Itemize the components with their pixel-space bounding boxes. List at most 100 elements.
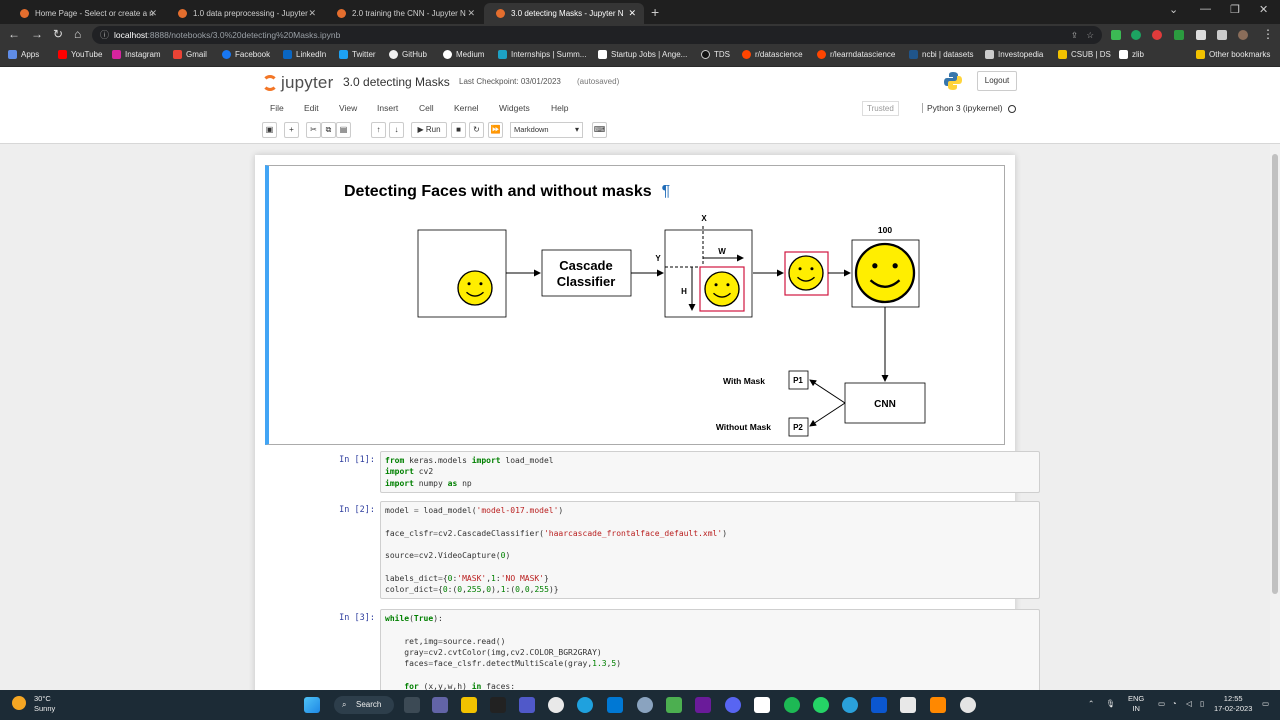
tray-chevron-icon[interactable]: ⌃ [1088,699,1095,708]
bookmark-item[interactable]: Internships | Summ... [498,50,586,59]
stop-icon[interactable]: ■ [451,122,466,138]
vscode-icon[interactable] [607,697,623,713]
bookmark-item[interactable]: Twitter [339,50,376,59]
taskbar-search[interactable]: ⌕Search [334,696,394,714]
side-panel-icon[interactable] [1217,30,1227,40]
browser-tab[interactable]: 1.0 data preprocessing - Jupyter ✕ [166,3,324,24]
other-bookmarks[interactable]: Other bookmarks [1196,50,1270,59]
volume-icon[interactable]: ◁ [1186,699,1192,708]
extensions-puzzle-icon[interactable] [1196,30,1206,40]
extension-icon[interactable] [1174,30,1184,40]
anchor-link[interactable]: ¶ [661,183,671,200]
menu-view[interactable]: View [339,103,358,113]
close-icon[interactable]: ✕ [149,8,157,18]
wifi-icon[interactable]: ◔ [1172,699,1177,708]
close-icon[interactable]: ✕ [467,8,475,18]
extension-icon[interactable] [1152,30,1162,40]
display-icon[interactable]: ▭ [1158,699,1166,708]
jupyter-logo[interactable]: jupyter [262,73,333,93]
bookmark-item[interactable]: Medium [443,50,484,59]
notifications-icon[interactable]: ▭ [1262,699,1270,708]
menu-insert[interactable]: Insert [377,103,399,113]
bookmark-item[interactable]: Facebook [222,50,270,59]
copy-icon[interactable]: ⧉ [321,122,336,138]
battery-icon[interactable]: ▯ [1200,699,1205,708]
home-icon[interactable]: ⌂ [74,27,82,41]
markdown-cell[interactable]: Detecting Faces with and without masks¶ … [265,165,1005,445]
telegram-icon[interactable] [842,697,858,713]
windows-start-icon[interactable] [304,697,320,713]
notebook-title[interactable]: 3.0 detecting Masks [343,75,450,89]
save-icon[interactable]: ▣ [262,122,277,138]
profile-avatar[interactable] [1238,30,1248,40]
extension-icon[interactable] [1131,30,1141,40]
app-icon[interactable] [871,697,887,713]
bookmark-item[interactable]: Instagram [112,50,161,59]
terminal-icon[interactable] [490,697,506,713]
pycharm-icon[interactable] [666,697,682,713]
add-cell-icon[interactable]: + [284,122,299,138]
reload-icon[interactable]: ↻ [53,27,64,41]
menu-file[interactable]: File [270,103,284,113]
chrome-icon[interactable] [548,697,564,713]
obs-icon[interactable] [960,697,976,713]
forward-icon[interactable]: → [31,27,43,41]
app-icon[interactable] [900,697,916,713]
bookmark-item[interactable]: GitHub [389,50,427,59]
discord-icon[interactable] [725,697,741,713]
code-editor[interactable]: while(True): ret,img=source.read() gray=… [380,609,1040,695]
restart-icon[interactable]: ↻ [469,122,484,138]
site-info-icon[interactable]: ⓘ [100,30,110,40]
cell-type-select[interactable]: Markdown▾ [510,122,583,138]
menu-cell[interactable]: Cell [419,103,434,113]
bookmark-item[interactable]: Investopedia [985,50,1043,59]
bookmark-item[interactable]: r/datascience [742,50,803,59]
back-icon[interactable]: ← [8,27,20,41]
ide-icon[interactable] [695,697,711,713]
task-view-icon[interactable] [404,697,420,713]
run-button[interactable]: ▶ Run [411,122,447,138]
browser-tab[interactable]: 2.0 training the CNN - Jupyter N ✕ [325,3,483,24]
share-icon[interactable]: ⇪ [1070,30,1078,40]
vlc-icon[interactable] [930,697,946,713]
code-cell[interactable]: In [1]: from keras.models import load_mo… [295,451,1040,493]
move-up-icon[interactable]: ↑ [371,122,386,138]
code-editor[interactable]: from keras.models import load_model impo… [380,451,1040,493]
bookmark-item[interactable]: YouTube [58,50,102,59]
tab-search-icon[interactable]: ⌄ [1169,4,1179,16]
bookmark-star-icon[interactable]: ☆ [1086,30,1094,40]
teams-icon[interactable] [519,697,535,713]
extension-icon[interactable] [1111,30,1121,40]
close-icon[interactable]: ✕ [308,8,316,18]
bookmark-item[interactable]: zlib [1119,50,1144,59]
url-field[interactable]: ⓘ localhost:8888/notebooks/3.0%20detecti… [92,26,1102,44]
minimize-button[interactable]: — [1200,3,1211,15]
restore-button[interactable]: ❐ [1230,4,1240,16]
code-cell[interactable]: In [2]: model = load_model('model-017.mo… [295,501,1040,599]
logout-button[interactable]: Logout [977,71,1017,91]
close-window-button[interactable]: ✕ [1259,4,1269,16]
trusted-badge[interactable]: Trusted [862,101,899,116]
code-cell[interactable]: In [3]: while(True): ret,img=source.read… [295,609,1040,695]
bookmark-item[interactable]: Startup Jobs | Ange... [598,50,687,59]
paste-icon[interactable]: ▤ [336,122,351,138]
spotify-icon[interactable] [784,697,800,713]
kernel-name[interactable]: Python 3 (ipykernel) [922,103,1003,113]
browser-tab[interactable]: Home Page - Select or create a n ✕ [8,3,165,24]
edge-icon[interactable] [577,697,593,713]
file-explorer-icon[interactable] [461,697,477,713]
menu-widgets[interactable]: Widgets [499,103,530,113]
restart-run-all-icon[interactable]: ⏩ [488,122,503,138]
cut-icon[interactable]: ✂ [306,122,321,138]
chat-icon[interactable] [432,697,448,713]
bookmark-item[interactable]: CSUB | DS [1058,50,1111,59]
more-menu-icon[interactable]: ⋮ [1262,27,1274,41]
menu-help[interactable]: Help [551,103,569,113]
notion-icon[interactable] [754,697,770,713]
bookmark-item[interactable]: Apps [8,50,39,59]
r-app-icon[interactable] [637,697,653,713]
move-down-icon[interactable]: ↓ [389,122,404,138]
keyboard-icon[interactable]: ⌨ [592,122,607,138]
